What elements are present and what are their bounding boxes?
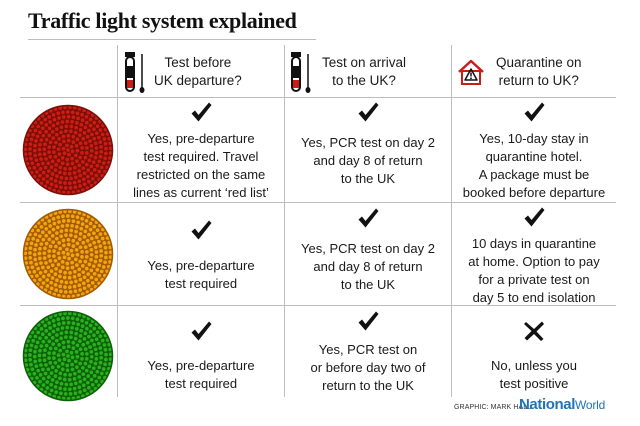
- brand-logo: NationalWorld: [519, 396, 605, 413]
- header-test-before-departure: Test before UK departure?: [120, 48, 280, 96]
- cell-amber-test-arrival: Yes, PCR test on day 2 and day 8 of retu…: [285, 206, 451, 294]
- cell-text-line: test required: [164, 276, 238, 291]
- cell-green-quarantine: No, unless you test positive: [452, 319, 616, 393]
- cell-red-test-arrival: Yes, PCR test on day 2 and day 8 of retu…: [285, 100, 451, 188]
- cell-text-line: test required: [164, 376, 238, 391]
- cell-text-line: for a private test on: [478, 272, 590, 287]
- cell-text-line: 10 days in quarantine: [471, 236, 597, 251]
- test-tube-swab-icon: [125, 52, 145, 93]
- grid-line: [117, 45, 118, 397]
- cell-text-line: test required. Travel: [143, 149, 259, 164]
- grid-line: [20, 305, 616, 306]
- check-mark-icon: [356, 206, 380, 235]
- cell-red-test-before: Yes, pre-departure test required. Travel…: [118, 100, 284, 202]
- header-line-1: Test before: [164, 55, 232, 70]
- cell-green-test-arrival: Yes, PCR test on or before day two of re…: [285, 309, 451, 395]
- house-warning-icon: [458, 59, 484, 85]
- cell-text-line: A package must be: [478, 167, 590, 182]
- traffic-light-red: [22, 104, 114, 196]
- graphic-credit: GRAPHIC: MARK HALL: [454, 404, 532, 411]
- cell-text-line: and day 8 of return: [313, 153, 423, 168]
- grid-line: [20, 97, 616, 98]
- grid-line: [284, 45, 285, 397]
- grid-line: [20, 202, 616, 203]
- check-mark-icon: [356, 100, 380, 129]
- traffic-light-amber: [22, 208, 114, 300]
- header-line-1: Quarantine on: [496, 55, 582, 70]
- cell-amber-test-before: Yes, pre-departure test required: [118, 218, 284, 293]
- cell-text-line: Yes, pre-departure: [147, 358, 255, 373]
- header-line-1: Test on arrival: [322, 55, 407, 70]
- test-tube-swab-icon: [291, 52, 311, 93]
- cell-text-line: Yes, PCR test on day 2: [301, 135, 435, 150]
- check-mark-icon: [189, 100, 213, 129]
- cell-text-line: return to the UK: [322, 378, 414, 393]
- cell-text-line: day 5 to end isolation: [472, 290, 596, 305]
- check-mark-icon: [522, 100, 546, 129]
- cell-text-line: booked before departure: [462, 185, 606, 200]
- check-mark-icon: [189, 319, 213, 348]
- cross-mark-icon: [522, 319, 546, 348]
- header-line-2: return to UK?: [498, 73, 579, 88]
- header-line-2: UK departure?: [154, 73, 242, 88]
- page-title: Traffic light system explained: [28, 8, 297, 33]
- grid-line: [28, 39, 316, 40]
- cell-text-line: No, unless you: [491, 358, 577, 373]
- cell-text-line: lines as current ‘red list’: [133, 185, 269, 200]
- check-mark-icon: [356, 309, 380, 338]
- cell-text-line: test positive: [499, 376, 569, 391]
- cell-text-line: Yes, pre-departure: [147, 131, 255, 146]
- cell-text-line: Yes, pre-departure: [147, 258, 255, 273]
- brand-sub: World: [574, 398, 606, 412]
- cell-text-line: and day 8 of return: [313, 259, 423, 274]
- cell-text-line: or before day two of: [310, 360, 426, 375]
- cell-red-quarantine: Yes, 10-day stay in quarantine hotel. A …: [452, 100, 616, 202]
- cell-text-line: restricted on the same: [136, 167, 266, 182]
- brand-main: National: [519, 396, 575, 413]
- cell-text-line: to the UK: [340, 277, 396, 292]
- cell-amber-quarantine: 10 days in quarantine at home. Option to…: [452, 205, 616, 307]
- cell-text-line: quarantine hotel.: [485, 149, 583, 164]
- check-mark-icon: [189, 218, 213, 247]
- grid-line: [451, 45, 452, 397]
- cell-text-line: Yes, 10-day stay in: [479, 131, 589, 146]
- header-test-on-arrival: Test on arrival to the UK?: [286, 48, 452, 96]
- cell-text-line: Yes, PCR test on day 2: [301, 241, 435, 256]
- header-quarantine: Quarantine on return to UK?: [454, 48, 618, 96]
- traffic-light-green: [22, 310, 114, 402]
- header-line-2: to the UK?: [332, 73, 396, 88]
- cell-green-test-before: Yes, pre-departure test required: [118, 319, 284, 393]
- cell-text-line: to the UK: [340, 171, 396, 186]
- check-mark-icon: [522, 205, 546, 234]
- cell-text-line: at home. Option to pay: [468, 254, 600, 269]
- cell-text-line: Yes, PCR test on: [318, 342, 418, 357]
